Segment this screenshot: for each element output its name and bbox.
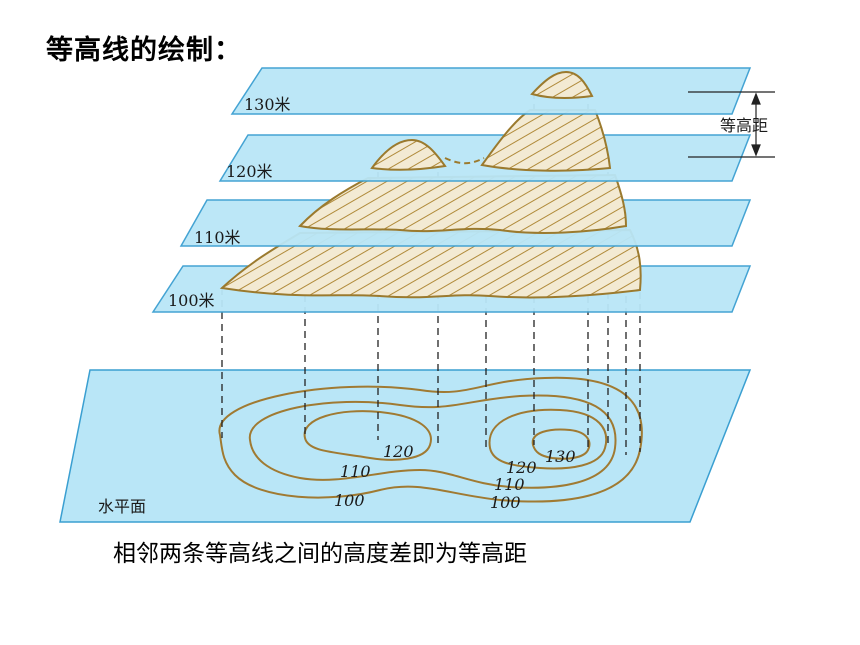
- plane-label-130: 130米: [244, 95, 291, 114]
- contour-120-left: [303, 410, 432, 461]
- contour-label-right-130: 130: [545, 447, 576, 466]
- contour-label-left-110: 110: [340, 462, 371, 481]
- contour-label-left-100: 100: [334, 491, 365, 510]
- interval-marker: [688, 91, 775, 158]
- contour-120-right: [488, 408, 608, 470]
- base-plane-label: 水平面: [98, 497, 146, 516]
- plane-120: [218, 134, 752, 182]
- mountain-peak-left: [370, 138, 447, 171]
- page-title: 等高线的绘制：: [46, 35, 242, 66]
- plane-label-110: 110米: [194, 228, 241, 247]
- plane-label-120: 120米: [226, 162, 273, 181]
- contour-label-left-120: 120: [383, 442, 414, 461]
- contour-130: [531, 428, 591, 460]
- contour-lines: [218, 376, 643, 503]
- mountain-band-110: [298, 173, 628, 234]
- contour-110: [248, 394, 617, 489]
- caption: 相邻两条等高线之间的高度差即为等高距: [113, 541, 527, 567]
- contour-100: [218, 376, 643, 503]
- plane-130: [230, 67, 752, 115]
- contour-label-right-120: 120: [506, 458, 537, 477]
- interval-label: 等高距: [720, 116, 768, 135]
- contour-label-right-100: 100: [490, 493, 521, 512]
- mountain-peak-right-lower: [480, 109, 612, 172]
- plane-label-100: 100米: [168, 291, 215, 310]
- ridge-dashed: [444, 157, 485, 165]
- base-plane: [59, 369, 752, 523]
- mountain-summit: [530, 70, 594, 100]
- contour-label-right-110: 110: [494, 475, 525, 494]
